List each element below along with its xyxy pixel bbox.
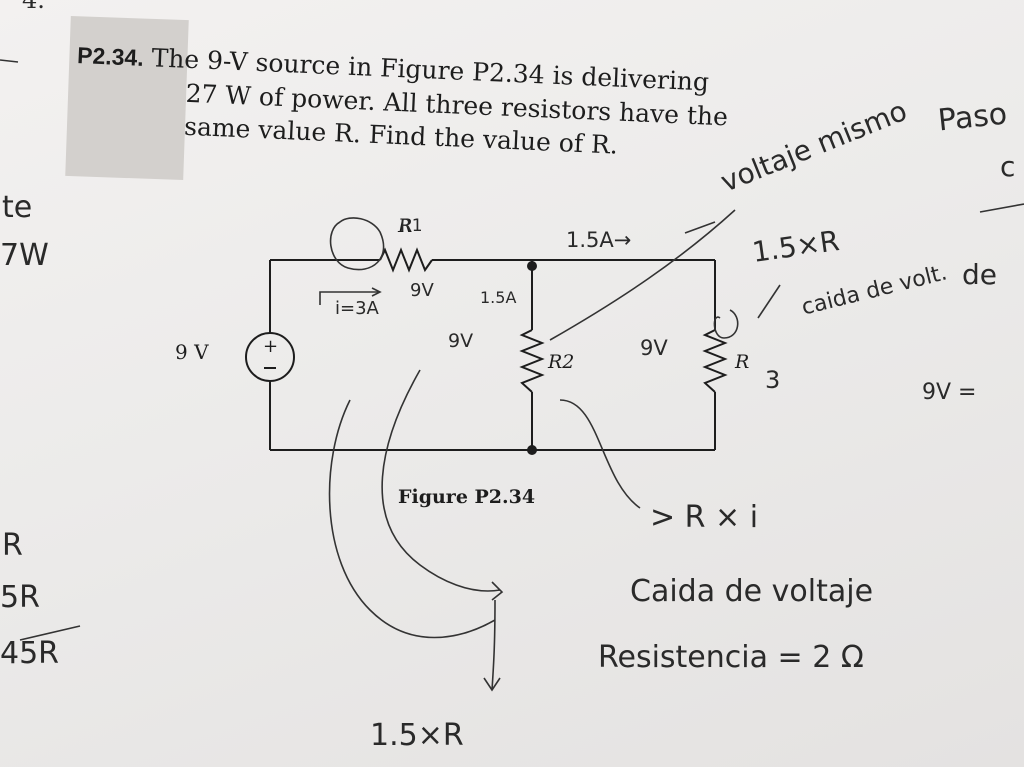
note-current-top: 1.5A→ [566,228,632,252]
node-top [527,261,537,271]
note-r1: R1 [400,216,423,236]
resistor-r1 [379,247,433,273]
resistor-r2 [519,329,545,393]
source-plus: + [263,336,278,357]
figure-caption: Figure P2.34 [398,486,536,508]
note-r-times-i: > R × i [650,500,759,535]
source-voltage-label: 9 V [175,340,209,364]
note-left-5r: 5R [0,580,40,615]
note-v-mid: 9V [448,330,474,352]
note-r3-num: 3 [765,366,781,394]
note-left-7w: 7W [0,238,49,273]
r1-label: R [397,215,412,237]
note-de: de [962,258,997,291]
voltage-source [245,332,295,382]
note-c: c [1000,150,1016,183]
note-v-left: 9V [410,280,434,301]
node-bottom [527,445,537,455]
note-paso: Paso [936,96,1009,139]
note-current-left: i=3A [335,298,379,319]
handwritten-strokes [0,59,1024,692]
note-qv: 9V = [922,380,977,405]
circuit-wires [269,259,716,451]
note-resistencia: Resistencia = 2 Ω [598,640,864,675]
note-left-te: te [2,190,33,225]
note-branch-current: 1.5A [480,288,517,307]
note-left-45r: 45R [0,636,60,671]
note-bottom-expr: 1.5×R [370,718,464,753]
note-left-r: R [2,528,23,563]
r3-label: R [734,351,749,373]
note-corner-mark: 4. [22,0,45,14]
note-caida-voltaje: Caida de voltaje [630,574,874,609]
r2-label: R2 [547,351,574,373]
note-v-r3: 9V [640,336,668,360]
resistor-r3 [702,329,728,393]
